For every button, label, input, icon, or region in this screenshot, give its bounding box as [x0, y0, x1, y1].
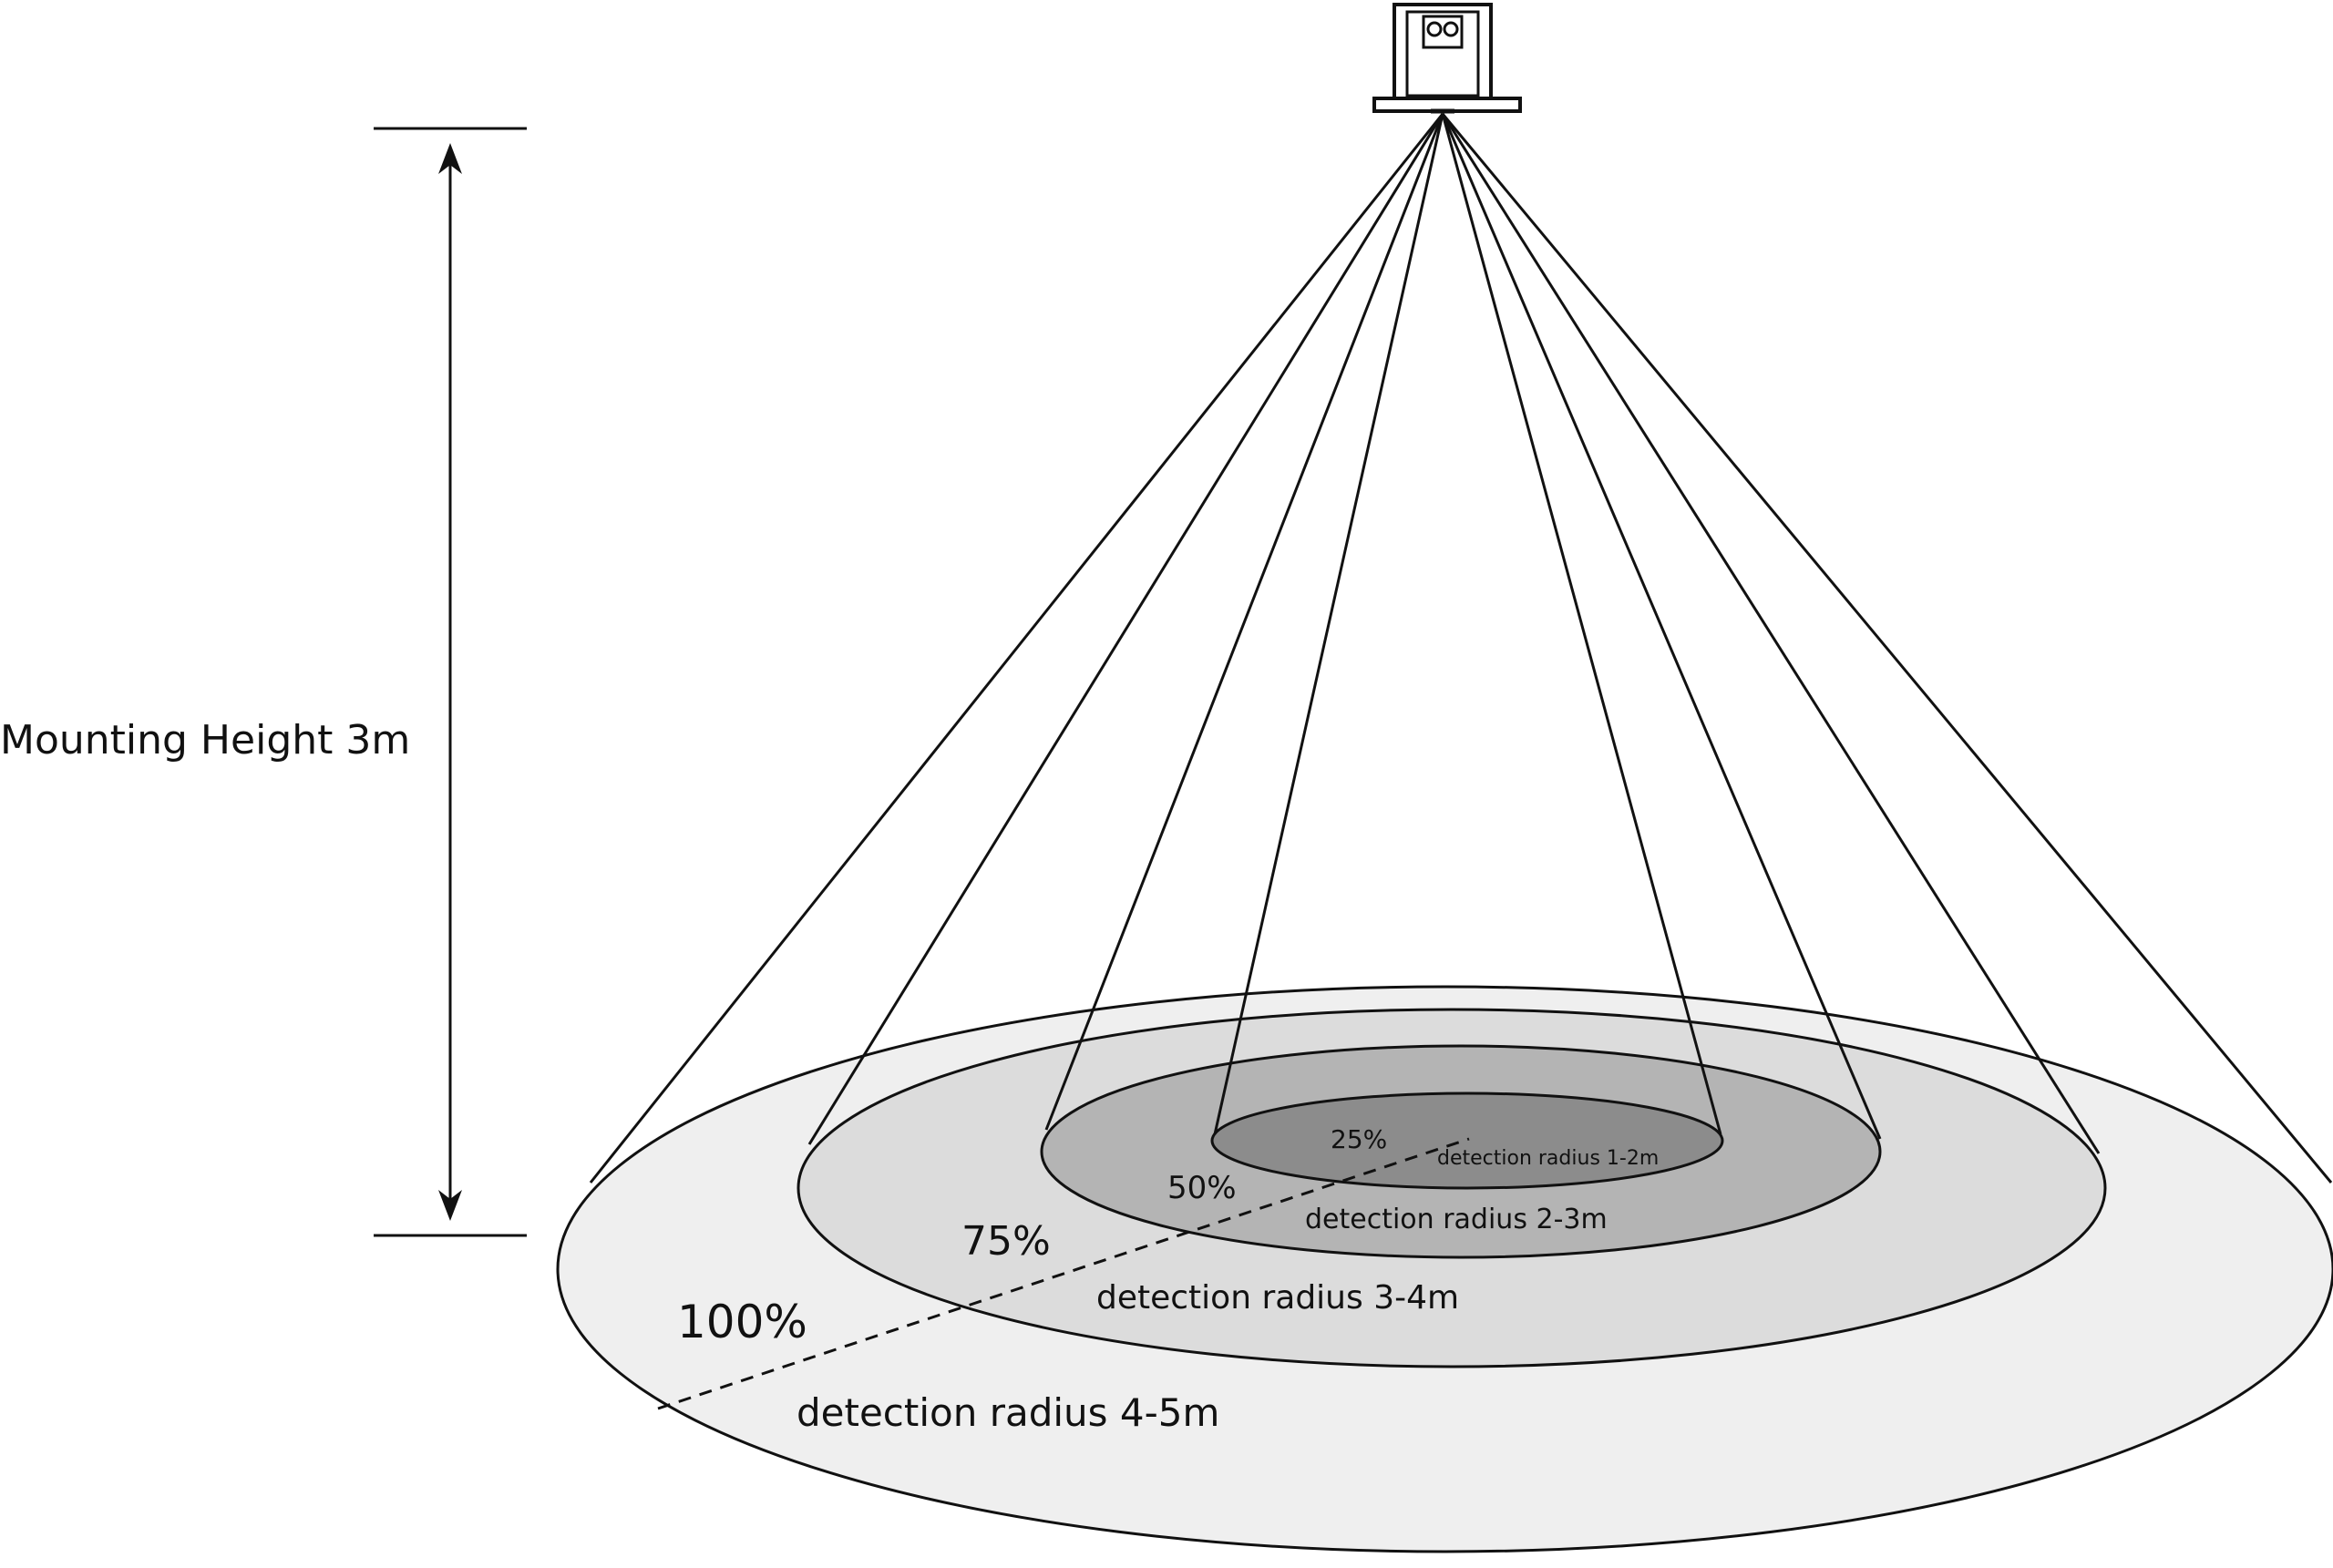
arrow-down-icon — [438, 1190, 462, 1221]
mounting-height-label: Mounting Height 3m — [0, 717, 410, 764]
beam-line — [1213, 113, 1444, 1135]
zone-25-radius-label: detection radius 1-2m — [1437, 1147, 1659, 1170]
detection-zones — [556, 985, 2333, 1553]
beam-line — [1441, 113, 2101, 1154]
zone-75-radius-label: detection radius 3-4m — [1096, 1279, 1459, 1317]
zone-25-percent-label: 25% — [1331, 1124, 1387, 1154]
beam-line — [807, 113, 1444, 1145]
beam-line — [1441, 113, 2333, 1184]
detection-beams — [589, 113, 2333, 1184]
zone-100-percent-label: 100% — [677, 1296, 807, 1348]
zone-25-ellipse — [1210, 1091, 1724, 1190]
beam-line — [1441, 113, 1722, 1135]
beam-line — [1441, 113, 1882, 1140]
radius-dashed-line — [657, 1137, 1470, 1410]
zone-50-percent-label: 50% — [1167, 1170, 1237, 1206]
zone-50-radius-label: detection radius 2-3m — [1305, 1204, 1608, 1235]
beam-line — [1044, 113, 1444, 1131]
zone-75-percent-label: 75% — [961, 1218, 1051, 1265]
mounting-height-dimension — [374, 127, 527, 1237]
arrow-up-icon — [438, 143, 462, 174]
zone-100-radius-label: detection radius 4-5m — [797, 1390, 1219, 1435]
beam-line — [589, 113, 1444, 1184]
ceiling-pir-sensor-icon — [1372, 3, 1522, 114]
